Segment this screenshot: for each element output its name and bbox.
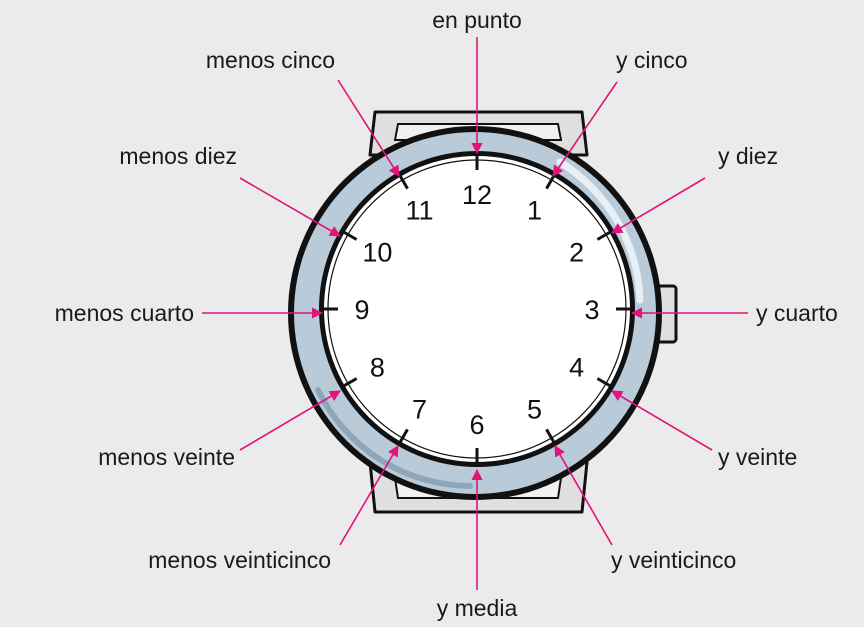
arrow-y-veinticinco [554, 445, 613, 546]
label-en-punto: en punto [432, 7, 522, 33]
bezel-shadow [315, 387, 473, 489]
arrow-menos-veinte [239, 390, 341, 451]
hour-tick [397, 428, 409, 445]
label-y-veinticinco: y veinticinco [611, 547, 736, 573]
dial-face [324, 156, 630, 462]
hour-number: 8 [370, 353, 385, 383]
arrow-menos-veinticinco [339, 445, 399, 546]
hour-tick [545, 428, 557, 445]
arrows [202, 37, 748, 590]
arrow-y-veinte [611, 390, 713, 451]
label-menos-diez: menos diez [119, 143, 237, 169]
label-y-veinte: y veinte [718, 444, 797, 470]
hour-number: 9 [354, 295, 369, 325]
hour-ticks [321, 153, 633, 465]
bezel-highlight [556, 158, 644, 304]
hour-number: 1 [527, 195, 542, 225]
label-menos-cinco: menos cinco [206, 47, 335, 73]
label-menos-veinticinco: menos veinticinco [148, 547, 331, 573]
label-menos-veinte: menos veinte [98, 444, 235, 470]
label-y-diez: y diez [718, 143, 778, 169]
label-y-media: y media [437, 595, 518, 621]
hour-number: 3 [584, 295, 599, 325]
hour-tick [397, 173, 409, 190]
hour-number: 6 [469, 410, 484, 440]
hour-tick [596, 377, 613, 389]
label-y-cuarto: y cuarto [756, 300, 838, 326]
arrow-y-diez [611, 177, 706, 234]
hour-number: 11 [405, 195, 433, 225]
label-y-cinco: y cinco [616, 47, 688, 73]
hour-tick [341, 229, 358, 241]
hour-number: 4 [569, 353, 584, 383]
hour-number: 2 [569, 238, 584, 268]
hour-number: 10 [362, 238, 392, 268]
hour-tick [341, 377, 358, 389]
arrow-menos-diez [239, 177, 341, 237]
hour-number: 12 [462, 180, 492, 210]
arrow-y-cinco [552, 81, 618, 177]
arrow-menos-cinco [337, 79, 400, 177]
hour-number: 7 [412, 395, 427, 425]
hour-number: 5 [527, 395, 542, 425]
label-menos-cuarto: menos cuarto [55, 300, 194, 326]
hour-tick [596, 229, 613, 241]
